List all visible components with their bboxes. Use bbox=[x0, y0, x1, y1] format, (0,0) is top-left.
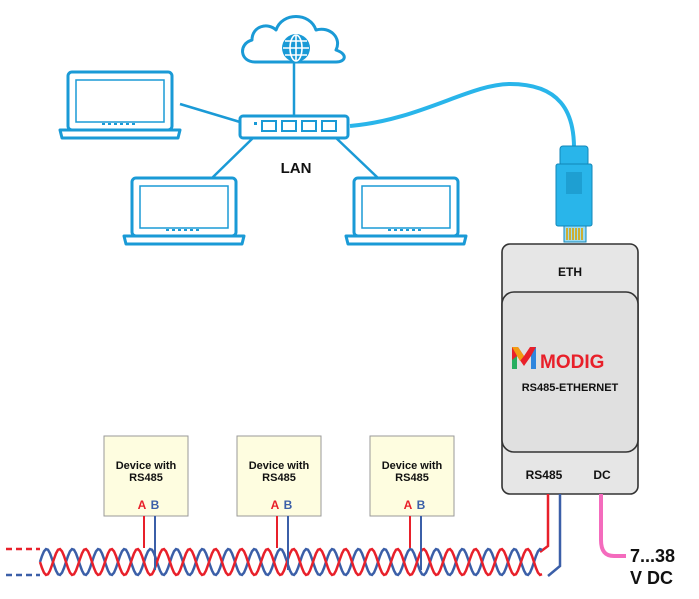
device-pin-a: A bbox=[271, 498, 280, 512]
device-box: Device with RS485 A B bbox=[369, 435, 455, 517]
device-pin-b: B bbox=[284, 498, 293, 512]
device-box: Device with RS485 A B bbox=[103, 435, 189, 517]
device-line2: RS485 bbox=[395, 472, 429, 484]
ethernet-cable bbox=[349, 81, 576, 149]
device-line2: RS485 bbox=[262, 472, 296, 484]
rs485-port-label: RS485 bbox=[526, 468, 563, 482]
device-line1: Device with bbox=[249, 460, 310, 472]
converter-wire-b bbox=[547, 494, 562, 577]
voltage-line2: V DC bbox=[630, 568, 673, 588]
eth-port-label: ETH bbox=[558, 265, 582, 279]
device-pin-b: B bbox=[417, 498, 426, 512]
device-box: Device with RS485 A B bbox=[236, 435, 322, 517]
modig-logo-icon bbox=[512, 347, 536, 369]
laptop-icon bbox=[344, 176, 468, 246]
bus-wire-a bbox=[38, 547, 543, 577]
dc-port-label: DC bbox=[593, 468, 611, 482]
lan-label: LAN bbox=[281, 160, 312, 177]
brand-name: MODIG bbox=[540, 352, 604, 373]
device-line1: Device with bbox=[382, 460, 443, 472]
bus-wire-b bbox=[38, 547, 543, 577]
device-drop-wires bbox=[143, 516, 422, 570]
laptop-icon bbox=[122, 176, 246, 246]
converter-box: ETH MODIG RS485-ETHERNET RS485 DC bbox=[501, 243, 639, 495]
cloud-globe-icon bbox=[241, 15, 346, 64]
voltage-line1: 7...38 bbox=[630, 546, 675, 566]
lan-links bbox=[179, 62, 379, 179]
device-pin-a: A bbox=[138, 498, 147, 512]
rj45-connector-icon bbox=[555, 145, 593, 243]
device-pin-b: B bbox=[151, 498, 160, 512]
device-line2: RS485 bbox=[129, 472, 163, 484]
power-wire bbox=[599, 494, 626, 558]
twisted-pair-bus bbox=[6, 547, 543, 577]
model-name: RS485-ETHERNET bbox=[522, 382, 619, 394]
device-pin-a: A bbox=[404, 498, 413, 512]
converter-wire-a bbox=[539, 494, 550, 553]
network-switch-icon bbox=[238, 114, 350, 140]
laptop-icon bbox=[58, 70, 182, 140]
device-line1: Device with bbox=[116, 460, 177, 472]
